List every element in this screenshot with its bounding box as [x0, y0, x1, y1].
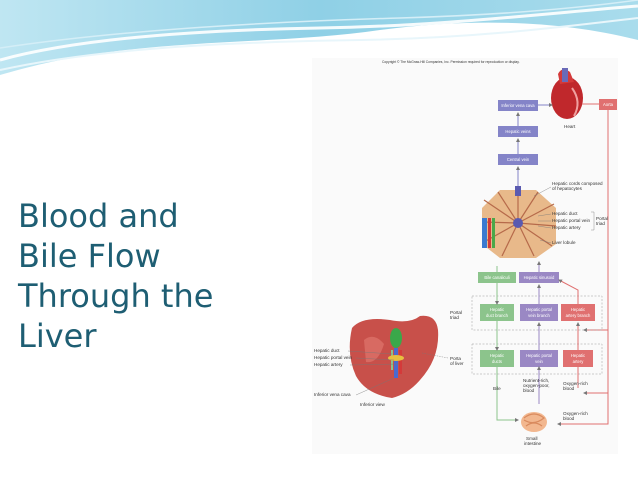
bile-label: Bile [493, 386, 501, 391]
inferior-vena-cava-box [498, 100, 538, 111]
side-portal-triad-label-2: triad [596, 221, 605, 226]
figure-background [312, 58, 618, 454]
porta-of-liver-label-2: of liver [450, 361, 464, 366]
hepatic-duct-branch-line-1: Hepatic [490, 307, 504, 312]
hepatic-portal-vein-line-2: vein [535, 359, 543, 364]
central-vein-box-label: Central vein [507, 157, 530, 162]
hepatic-portal-vein-branch-line-2: vein branch [528, 313, 550, 318]
hepatic-veins-box [498, 126, 538, 137]
inferior-vena-cava-box-label: Inferior vena cava [501, 103, 535, 108]
hepatic-cords-label-2: of hepatocytes [552, 186, 583, 191]
heart-label: Heart [564, 124, 576, 129]
hepatic-ducts-line-2: ducts [492, 359, 502, 364]
nutrient-rich-line-1: Nutrient-rich, [523, 378, 549, 383]
liver-hepatic-duct-label: Hepatic duct [314, 348, 340, 353]
inferior-view-label: Inferior view [360, 402, 385, 407]
portal-triad-dashed-frame [471, 295, 603, 331]
hepatic-ducts-line-1: Hepatic [490, 353, 504, 358]
copyright-text: Copyright © The McGraw-Hill Companies, I… [382, 60, 520, 64]
hepatic-ducts-box [480, 350, 514, 367]
triad-hepatic-artery-label: Hepatic artery [552, 225, 581, 230]
bile-canaliculi-box-label: Bile canaliculi [484, 275, 509, 280]
hepatic-portal-vein-box [520, 350, 558, 367]
oxygen-rich-1-line-2: blood [563, 386, 575, 391]
title-line-2: Bile Flow [18, 237, 161, 275]
liver-lobule-illustration [481, 186, 557, 258]
hepatic-artery-branch-line-1: Hepatic [571, 307, 585, 312]
porta-of-liver-label-1: Porta [450, 356, 461, 361]
hepatic-sinusoid-box-label: Hepatic sinusoid [524, 275, 555, 280]
central-vein-box [498, 154, 538, 165]
slide-title: Blood and Bile Flow Through the Liver [18, 196, 278, 356]
aorta-box-label: Aorta [603, 102, 614, 107]
hepatic-portal-vein-line-1: Hepatic portal [526, 353, 552, 358]
title-line-4: Liver [18, 317, 97, 355]
hepatic-portal-vein-branch-box [520, 304, 558, 321]
porta-dashed-frame [471, 343, 603, 375]
small-intestine-label-1: Small [526, 436, 538, 441]
hepatic-artery-branch-line-2: artery branch [566, 313, 591, 318]
heart-icon [551, 68, 583, 119]
liver-hepatic-artery-label: Hepatic artery [314, 362, 343, 367]
small-intestine-illustration [521, 412, 547, 432]
oxygen-rich-2-line-2: blood [563, 416, 575, 421]
title-line-3: Through the [18, 277, 214, 315]
aorta-box [599, 99, 617, 110]
hepatic-artery-line-2: artery [573, 359, 585, 364]
hepatic-sinusoid-box [519, 272, 559, 283]
hepatic-duct-branch-box [480, 304, 514, 321]
triad-hepatic-portal-vein-label: Hepatic portal vein [552, 218, 590, 223]
oxygen-rich-1-line-1: Oxygen-rich [563, 381, 588, 386]
liver-hepatic-portal-vein-label: Hepatic portal vein [314, 355, 352, 360]
decorative-wave-banner [0, 0, 638, 75]
hepatic-duct-branch-line-2: duct branch [486, 313, 509, 318]
hepatic-artery-line-1: Hepatic [571, 353, 585, 358]
oxygen-rich-2-line-1: Oxygen-rich [563, 411, 588, 416]
liver-inferior-view-illustration [349, 315, 439, 398]
title-line-1: Blood and [18, 197, 179, 235]
small-intestine-label-2: intestine [524, 441, 542, 446]
hepatic-artery-box [563, 350, 593, 367]
hepatic-artery-branch-box [561, 304, 595, 321]
hepatic-cords-label-1: Hepatic cords composed [552, 181, 603, 186]
liver-lobule-label: Liver lobule [552, 240, 576, 245]
triad-hepatic-duct-label: Hepatic duct [552, 211, 578, 216]
nutrient-rich-line-3: blood [523, 388, 535, 393]
hepatic-portal-vein-branch-line-1: Hepatic portal [526, 307, 552, 312]
left-portal-triad-label-1: Portal [450, 310, 462, 315]
nutrient-rich-line-2: oxygen-poor, [523, 383, 550, 388]
liver-flow-diagram: Copyright © The McGraw-Hill Companies, I… [312, 58, 618, 454]
bile-canaliculi-box [478, 272, 516, 283]
left-portal-triad-label-2: triad [450, 315, 459, 320]
side-portal-triad-label-1: Portal [596, 216, 608, 221]
hepatic-veins-box-label: Hepatic veins [505, 129, 530, 134]
liver-inferior-vena-cava-label: Inferior vena cava [314, 392, 351, 397]
